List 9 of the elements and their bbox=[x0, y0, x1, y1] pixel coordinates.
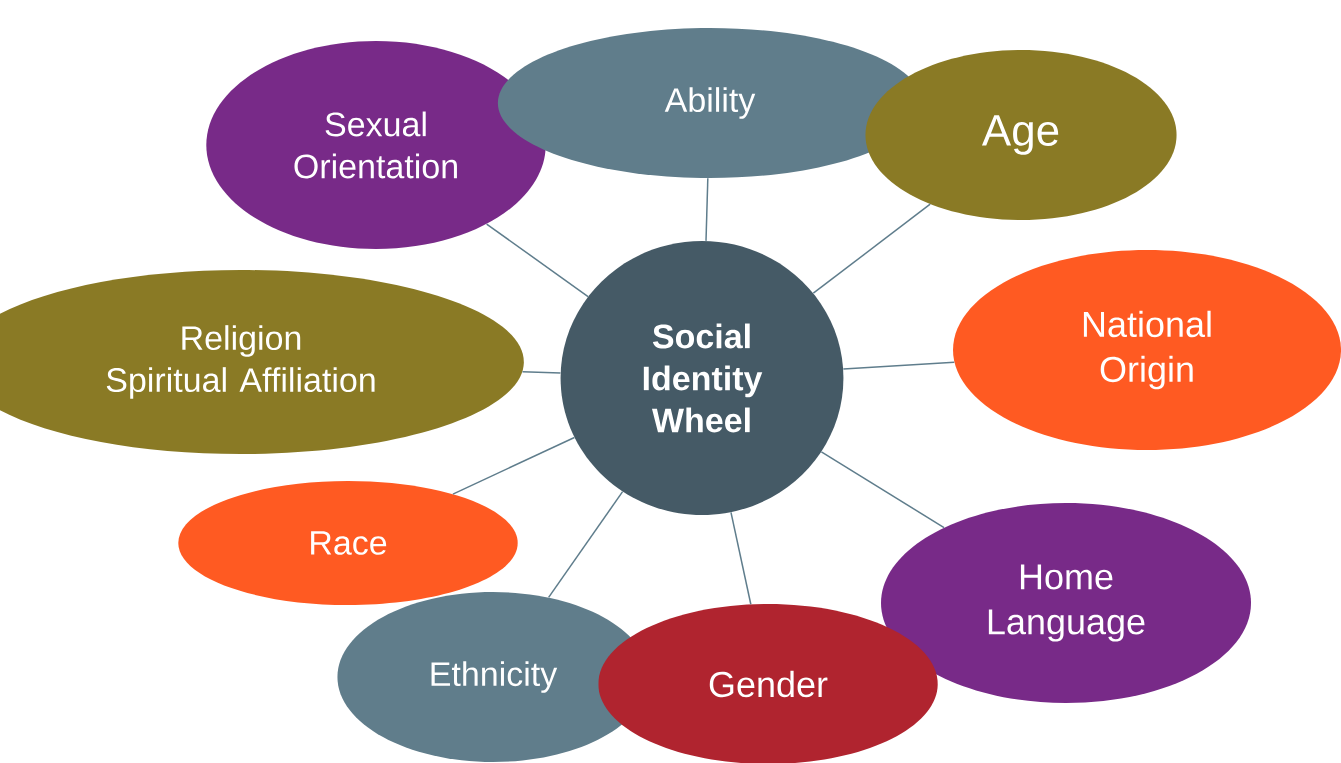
connector-line bbox=[521, 371, 562, 374]
connector-line bbox=[842, 361, 955, 370]
connector-line bbox=[547, 490, 624, 599]
connector-line bbox=[820, 451, 945, 529]
connector-line bbox=[812, 203, 931, 294]
connector-line bbox=[452, 436, 576, 495]
connector-line bbox=[730, 511, 752, 605]
connector-line bbox=[485, 223, 589, 298]
connector-line bbox=[705, 177, 709, 242]
